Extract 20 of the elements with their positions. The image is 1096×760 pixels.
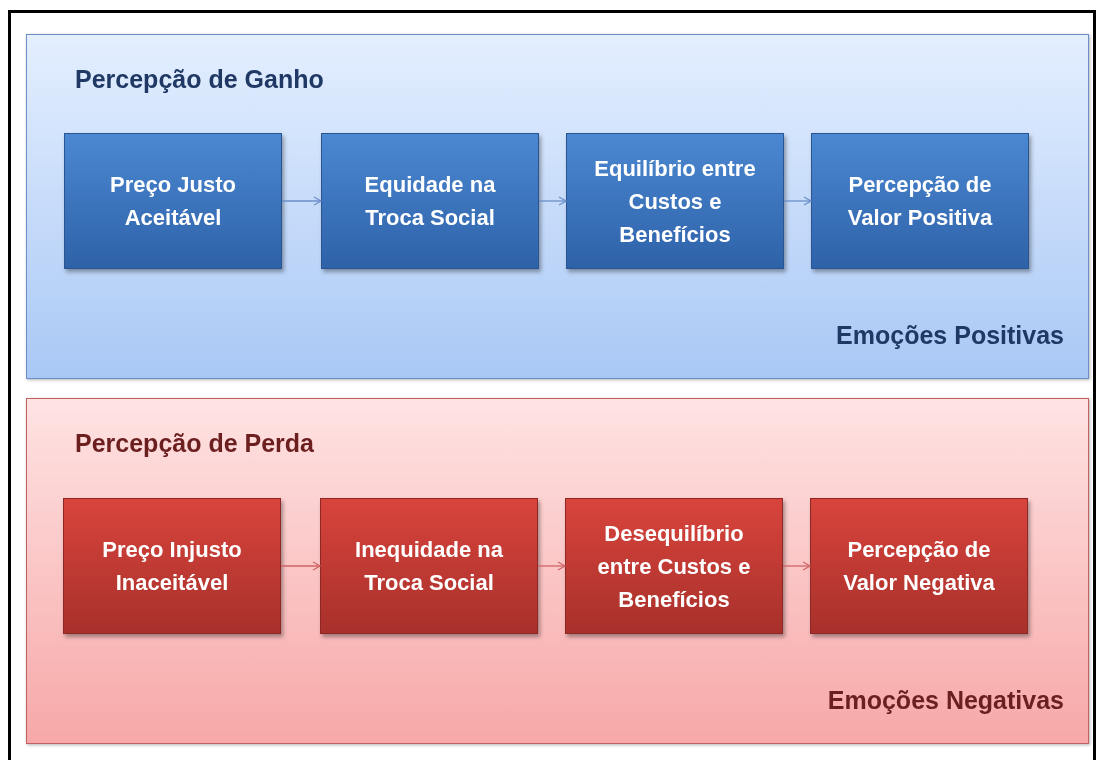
arrow [537,561,566,571]
process-box: Equidade na Troca Social [321,133,539,269]
panel-footer: Emoções Negativas [827,686,1064,715]
group-panel [26,34,1089,379]
panel-title: Percepção de Ganho [75,65,324,94]
arrow [782,561,811,571]
process-box: Preço Injusto Inaceitável [63,498,281,634]
group-panel [26,398,1089,744]
panel-footer: Emoções Positivas [836,321,1064,350]
process-box: Percepção de Valor Negativa [810,498,1028,634]
arrow [538,196,567,206]
panel-title: Percepção de Perda [75,429,314,458]
arrow [783,196,812,206]
arrow [280,561,321,571]
process-box: Preço Justo Aceitável [64,133,282,269]
process-box: Equilíbrio entre Custos e Benefícios [566,133,784,269]
process-box: Desequilíbrio entre Custos e Benefícios [565,498,783,634]
process-box: Inequidade na Troca Social [320,498,538,634]
process-box: Percepção de Valor Positiva [811,133,1029,269]
arrow [281,196,322,206]
